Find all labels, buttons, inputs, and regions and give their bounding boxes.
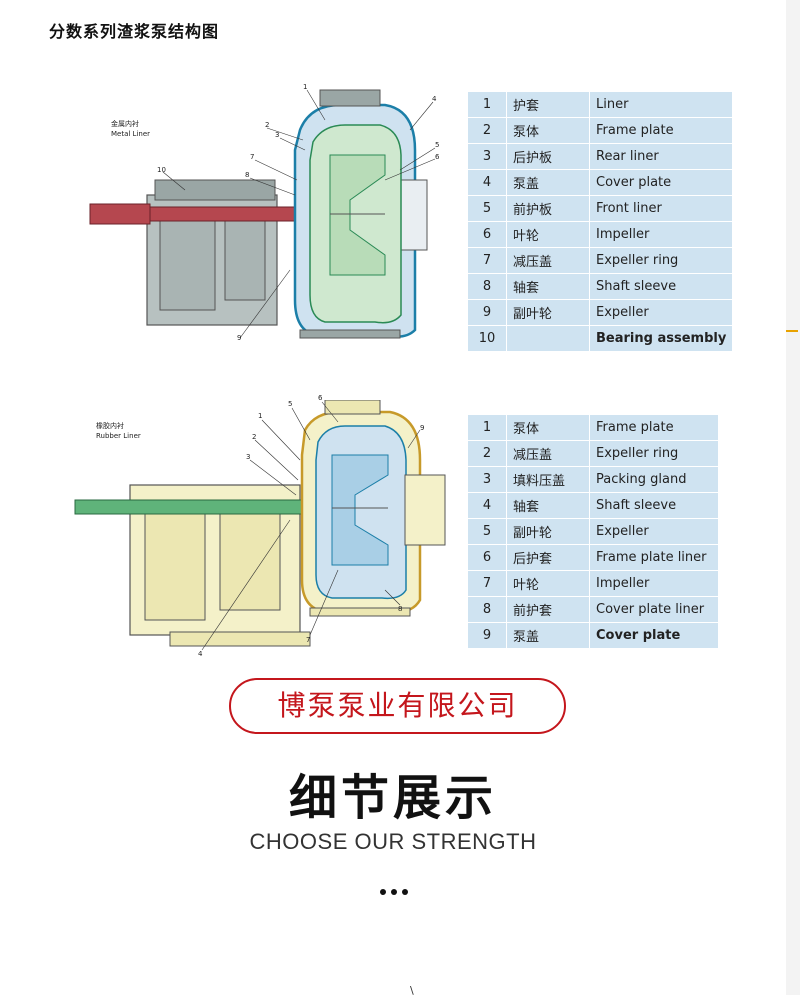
callout-7: 7	[306, 636, 311, 644]
callout-7: 7	[250, 153, 255, 161]
callout-9: 9	[237, 334, 242, 342]
scroll-hint-mark: \	[410, 984, 414, 997]
callout-4: 4	[198, 650, 203, 658]
section-subtitle: CHOOSE OUR STRENGTH	[249, 829, 537, 854]
dot	[402, 889, 408, 895]
dot	[391, 889, 397, 895]
callout-4: 4	[432, 95, 437, 103]
callout-9: 9	[420, 424, 425, 432]
callout-6: 6	[435, 153, 440, 161]
callout-3: 3	[275, 131, 280, 139]
callout-3: 3	[246, 453, 251, 461]
callout-2: 2	[265, 121, 270, 129]
metal-liner-pump-svg	[89, 89, 436, 339]
section-title: 细节展示	[288, 770, 497, 826]
liner-label-zh: 金属内衬	[111, 120, 139, 128]
callout-6: 6	[318, 394, 323, 402]
page-title: 分数系列渣浆泵结构图	[49, 22, 220, 41]
liner-label-en: Metal Liner	[111, 130, 151, 138]
dots-divider	[380, 880, 420, 895]
company-name-badge: 博泵泵业有限公司	[229, 678, 566, 734]
metal-liner-pump-diagram: 金属内衬 Metal Liner 1 2 3 4 5 6 7 8 9 10	[85, 80, 465, 360]
callout-5: 5	[435, 141, 440, 149]
callout-8: 8	[398, 605, 403, 613]
edge-marker	[786, 330, 798, 332]
liner-label-en-2: Rubber Liner	[96, 432, 141, 440]
callout-5: 5	[288, 400, 293, 408]
callout-10: 10	[157, 166, 166, 174]
callout-1: 1	[303, 83, 308, 91]
callout-8: 8	[245, 171, 250, 179]
rubber-liner-pump-svg	[74, 399, 446, 651]
callout-1: 1	[258, 412, 263, 420]
dot	[380, 889, 386, 895]
rubber-liner-pump-diagram: 橡胶内衬 Rubber Liner 1 2 3 4 5 6 7 8 9	[70, 394, 460, 660]
liner-label-zh-2: 橡胶内衬	[96, 422, 124, 430]
right-edge-strip	[786, 0, 800, 995]
callout-2: 2	[252, 433, 257, 441]
